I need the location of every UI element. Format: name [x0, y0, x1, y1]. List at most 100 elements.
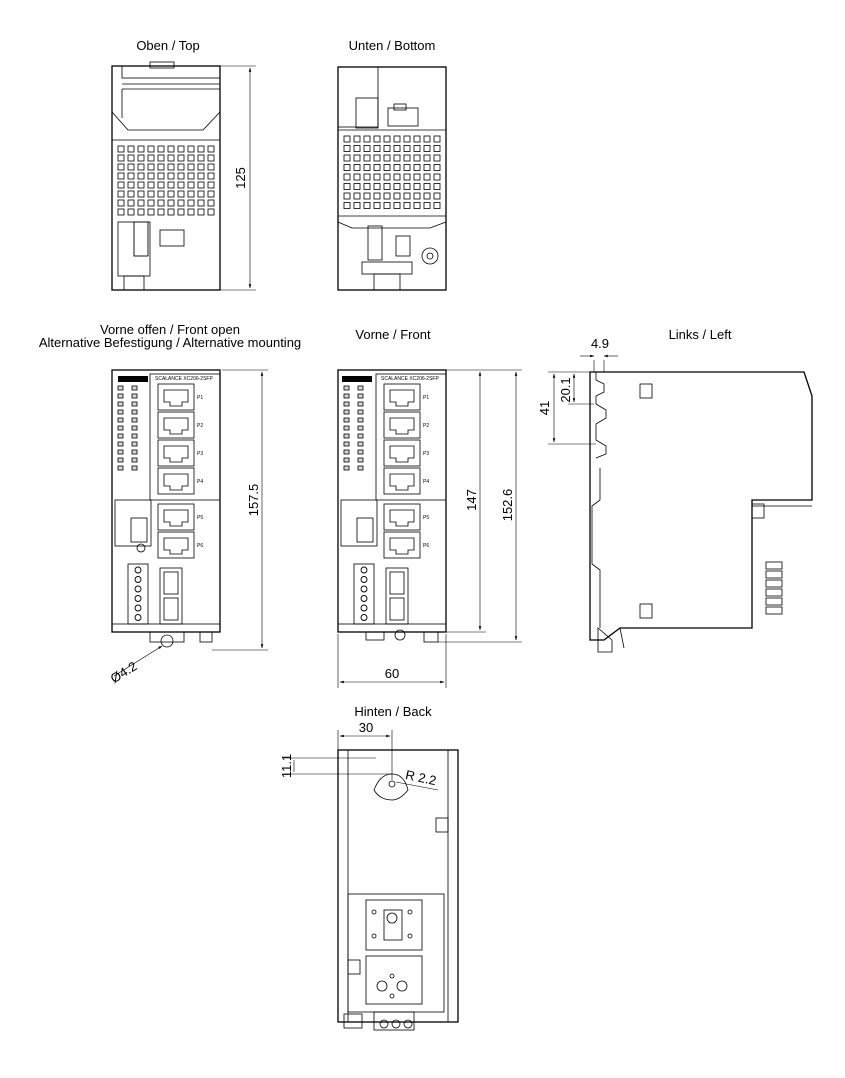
left-view	[548, 354, 813, 653]
terminal-screw	[134, 595, 142, 602]
vent-slot	[413, 154, 421, 162]
vent-slot	[383, 183, 391, 190]
vent-slot	[363, 154, 371, 162]
vent-slot	[413, 202, 421, 209]
vent-slot	[413, 135, 421, 143]
vent-slot	[157, 172, 165, 180]
port-label: P6	[197, 543, 203, 549]
model-label-open: SCALANCE XC206-2SFP	[155, 376, 213, 382]
led-indicator	[117, 409, 124, 415]
terminal-screw	[134, 576, 142, 583]
vent-slot	[167, 172, 175, 180]
port-label: P2	[197, 423, 203, 429]
rj45-port	[157, 531, 195, 559]
rj45-socket	[163, 417, 189, 435]
vent-slot	[197, 154, 205, 162]
vent-slot	[423, 145, 431, 152]
rj45-socket	[163, 509, 189, 527]
led-indicator	[357, 433, 364, 439]
vent-slot	[197, 172, 205, 180]
vent-slot	[167, 145, 175, 153]
led-indicator	[131, 393, 138, 399]
vent-slot	[383, 202, 391, 209]
front-width-dimension: 60	[385, 666, 399, 681]
port-label: P3	[197, 451, 203, 457]
vent-slot	[137, 190, 145, 198]
top-view	[111, 61, 256, 291]
vent-slot	[363, 135, 371, 143]
rj45-port	[383, 503, 421, 531]
vent-slot	[393, 192, 401, 200]
vent-slot	[423, 173, 431, 181]
terminal-screw	[134, 614, 142, 621]
vent-slot	[187, 181, 195, 189]
led-indicator	[343, 425, 350, 431]
vent-slot	[157, 163, 165, 171]
terminal-profile	[765, 561, 783, 570]
led-indicator	[131, 441, 138, 447]
vent-slot	[393, 135, 401, 143]
bottom-view	[337, 66, 447, 291]
vent-slot	[177, 199, 185, 207]
vent-slot	[433, 192, 441, 200]
siemens-logo-open	[118, 376, 148, 382]
vent-slot	[207, 163, 215, 171]
vent-slot	[147, 145, 155, 153]
vent-slot	[373, 145, 381, 152]
rj45-socket	[163, 537, 189, 555]
led-indicator	[357, 409, 364, 415]
vent-slot	[403, 192, 411, 200]
vent-slot	[147, 163, 155, 171]
vent-slot	[127, 163, 135, 171]
vent-slot	[403, 145, 411, 152]
vent-slot	[433, 135, 441, 143]
bottom-view-title: Unten / Bottom	[349, 38, 436, 53]
led-indicator	[357, 465, 364, 471]
back-view	[284, 730, 459, 1031]
front-open-height-dimension: 157.5	[246, 484, 261, 517]
led-indicator	[357, 393, 364, 399]
rj45-socket	[163, 473, 189, 491]
terminal-profile	[765, 579, 783, 588]
port-label: P5	[197, 515, 203, 521]
vent-slot	[353, 145, 361, 152]
vent-slot	[117, 190, 125, 198]
vent-slot	[343, 202, 351, 209]
led-indicator	[343, 457, 350, 463]
vent-slot	[177, 181, 185, 189]
vent-slot	[433, 202, 441, 209]
led-indicator	[131, 417, 138, 423]
port-label: P4	[197, 479, 203, 485]
vent-slot	[343, 135, 351, 143]
left-offset-dimension: 4.9	[591, 336, 609, 351]
vent-slot	[147, 208, 155, 216]
vent-slot	[403, 173, 411, 181]
vent-slot	[167, 190, 175, 198]
vent-slot	[187, 190, 195, 198]
vent-slot	[117, 163, 125, 171]
rj45-port	[157, 411, 195, 439]
vent-slot	[157, 145, 165, 153]
vent-slot	[433, 164, 441, 171]
vent-slot	[413, 192, 421, 200]
vent-slot	[403, 183, 411, 190]
vent-slot	[177, 208, 185, 216]
led-indicator	[343, 401, 350, 407]
rj45-socket	[389, 473, 415, 491]
vent-slot	[157, 181, 165, 189]
vent-slot	[147, 181, 155, 189]
back-view-title: Hinten / Back	[354, 704, 432, 719]
vent-slot	[197, 190, 205, 198]
vent-slot	[187, 145, 195, 153]
front-open-title-line2: Alternative Befestigung / Alternative mo…	[39, 335, 301, 350]
led-indicator	[131, 433, 138, 439]
vent-slot	[383, 192, 391, 200]
vent-slot	[197, 208, 205, 216]
led-indicator	[343, 393, 350, 399]
vent-slot	[403, 202, 411, 209]
vent-slot	[117, 181, 125, 189]
vent-slot	[137, 145, 145, 153]
